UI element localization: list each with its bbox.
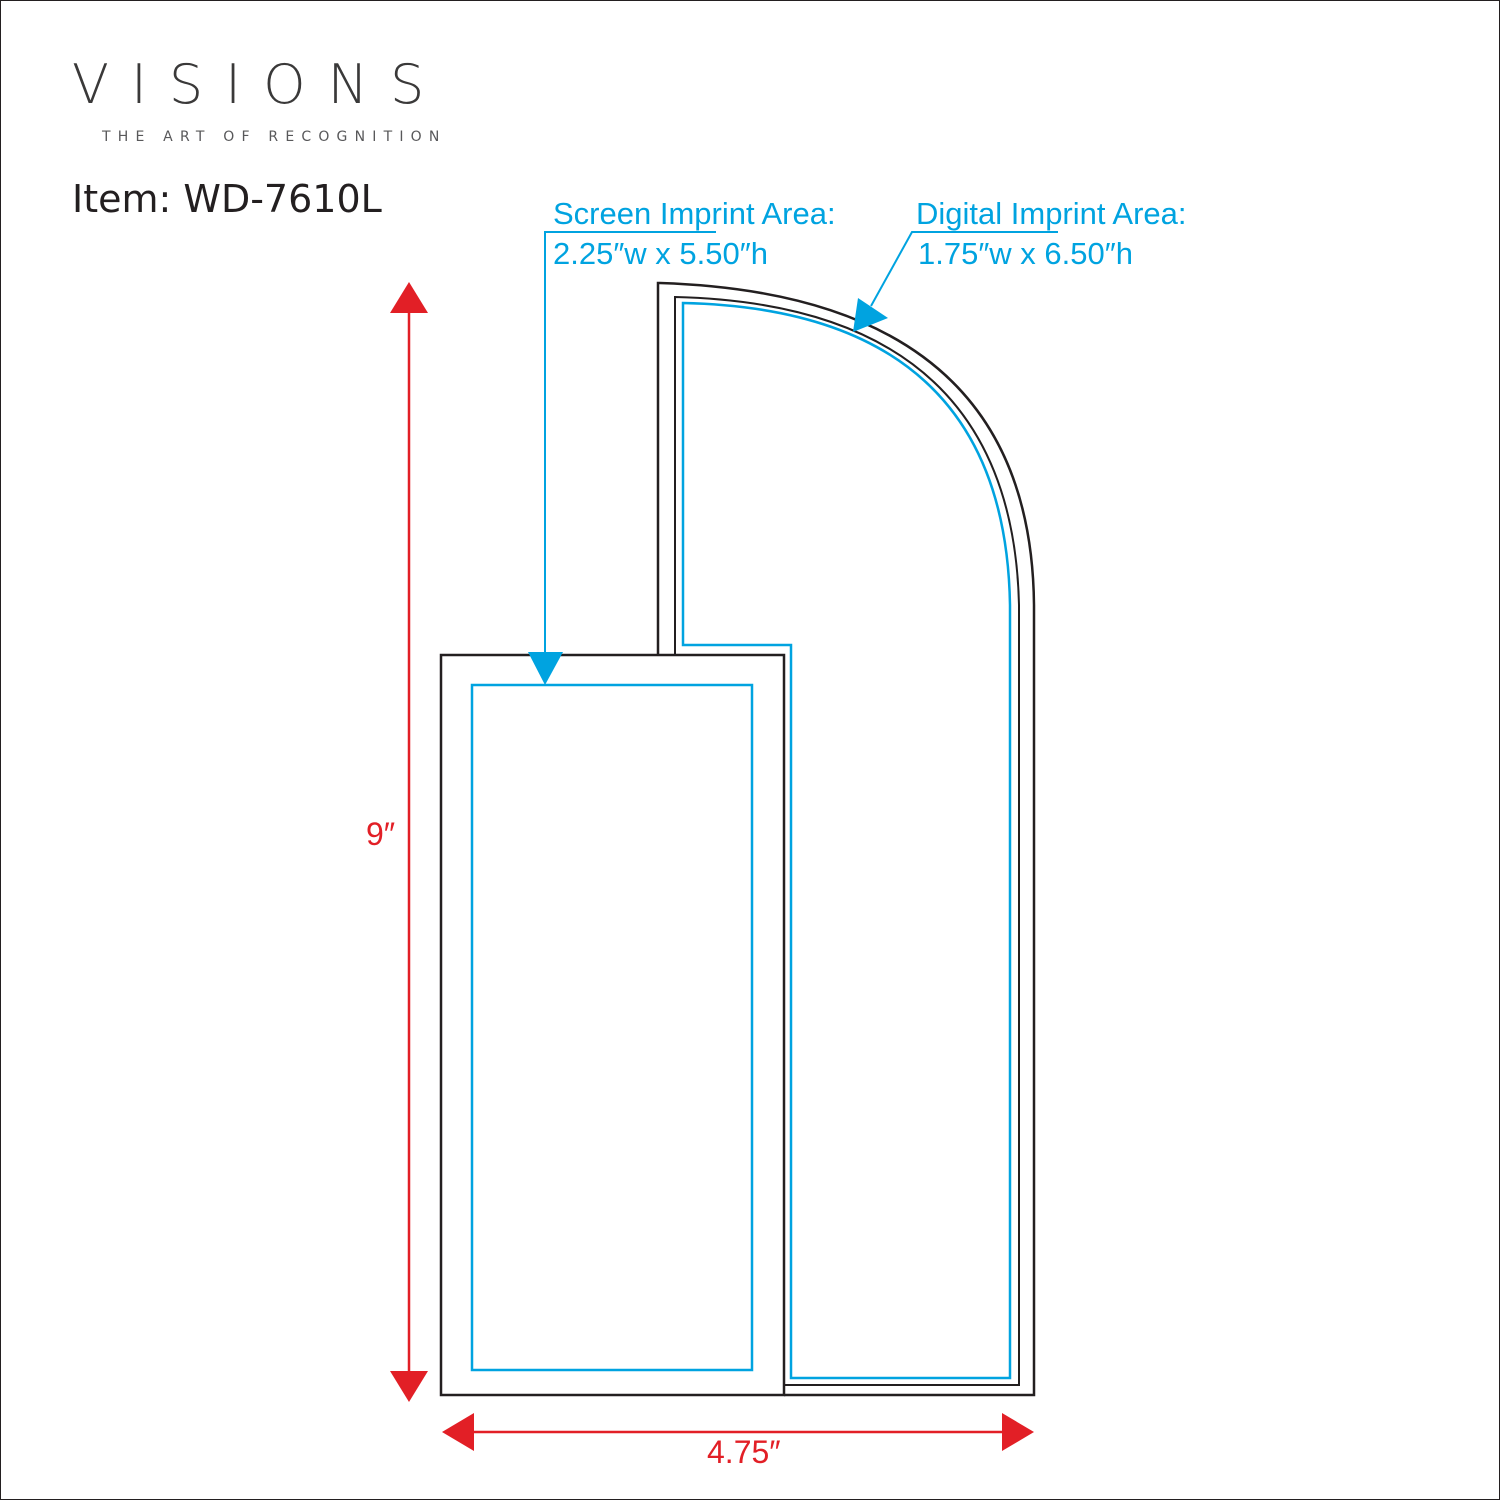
height-dimension-label: 9″ — [366, 816, 396, 852]
brand-logo: VISIONS — [72, 53, 447, 116]
screen-imprint-leader — [544, 231, 716, 652]
screen-imprint-area — [470, 683, 754, 1372]
digital-imprint-leader — [870, 231, 1058, 307]
brand-tagline: THE ART OF RECOGNITION — [102, 129, 447, 145]
screen-imprint-arrowhead — [528, 652, 563, 685]
digital-imprint-size: 1.75″w x 6.50″h — [918, 236, 1133, 271]
height-arrow-top — [390, 282, 428, 313]
item-number: Item: WD-7610L — [72, 177, 382, 221]
arched-panel-outline — [656, 281, 1036, 1397]
width-arrow-left — [442, 1413, 474, 1451]
width-arrow-right — [1002, 1413, 1034, 1451]
digital-imprint-arrowhead — [853, 298, 888, 332]
height-arrow-bottom — [390, 1371, 428, 1402]
screen-imprint-title: Screen Imprint Area: — [553, 196, 836, 231]
digital-imprint-area — [681, 301, 1012, 1380]
arched-panel-inner-outline — [674, 295, 1020, 1386]
screen-imprint-size: 2.25″w x 5.50″h — [553, 236, 768, 271]
width-dimension-label: 4.75″ — [707, 1434, 781, 1470]
front-panel-outline — [439, 653, 786, 1397]
digital-imprint-title: Digital Imprint Area: — [916, 196, 1187, 231]
